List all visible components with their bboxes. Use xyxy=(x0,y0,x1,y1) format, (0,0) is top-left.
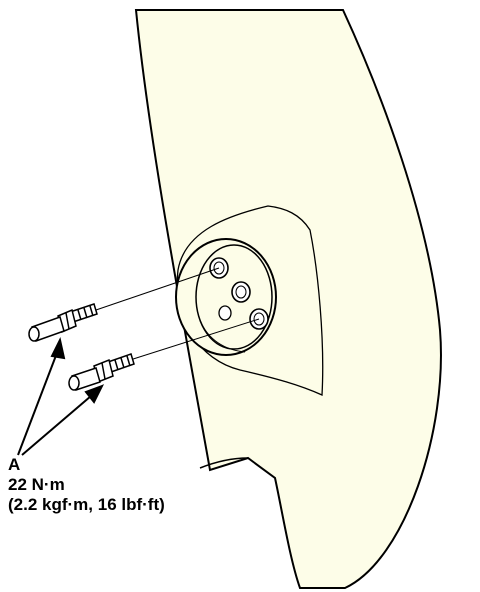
torque-callout: A 22 N·m (2.2 kgf·m, 16 lbf·ft) xyxy=(8,455,165,515)
mount-hole-middle-inner xyxy=(235,285,247,299)
leader-line-lower xyxy=(129,318,260,361)
panel-lower-edge xyxy=(199,457,249,469)
mount-hole-upper-inner xyxy=(213,261,225,275)
leader-line-upper xyxy=(95,267,220,311)
body-panel xyxy=(134,9,442,589)
mount-hole-middle xyxy=(231,281,251,303)
stud-bolt-upper xyxy=(28,303,98,342)
callout-letter: A xyxy=(8,455,21,474)
callout-arrows xyxy=(17,337,105,456)
torque-value: 22 N·m xyxy=(8,475,65,494)
torque-alt-units: (2.2 kgf·m, 16 lbf·ft) xyxy=(8,495,165,514)
mount-hole-lower-inner xyxy=(253,312,265,326)
stud-bolt-lower xyxy=(68,353,135,391)
mount-plate-shadow xyxy=(199,319,246,353)
mount-hole-small xyxy=(218,305,232,321)
recess-outline xyxy=(176,205,324,396)
